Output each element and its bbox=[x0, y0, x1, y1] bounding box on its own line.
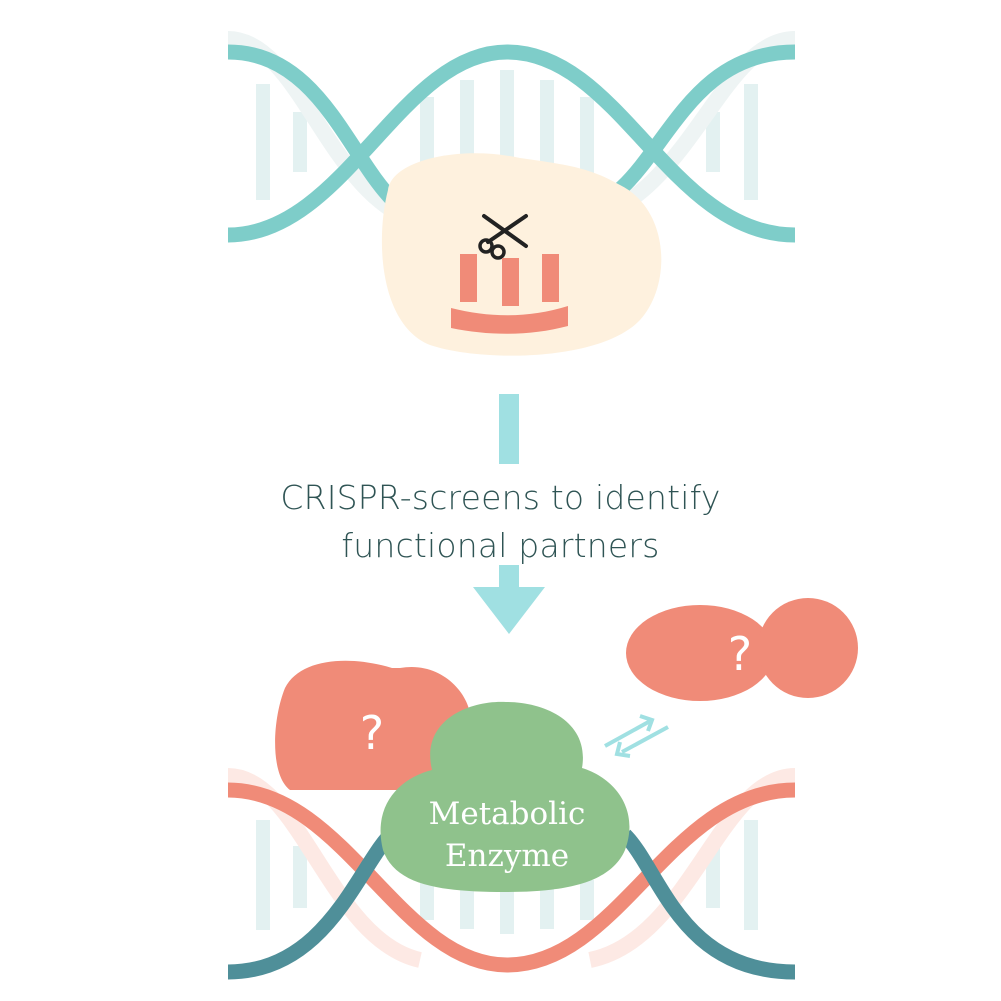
partner-protein-left: ? bbox=[275, 660, 471, 790]
enzyme-label-line1: Metabolic bbox=[429, 796, 586, 832]
bottom-dna-helix bbox=[227, 768, 796, 980]
down-arrow-icon bbox=[473, 394, 545, 634]
partner-left-question: ? bbox=[360, 706, 384, 760]
equilibrium-arrows-icon bbox=[604, 714, 669, 758]
caption-line-1: CRISPR-screens to identify bbox=[280, 478, 721, 517]
partner-right-question: ? bbox=[728, 627, 752, 681]
partner-protein-right: ? bbox=[626, 598, 858, 701]
metabolic-enzyme: Metabolic Enzyme bbox=[380, 701, 630, 892]
cas9-protein-blob bbox=[381, 153, 662, 356]
scissors-icon bbox=[478, 214, 528, 260]
caption-line-2: functional partners bbox=[341, 526, 660, 565]
enzyme-label-line2: Enzyme bbox=[445, 838, 569, 874]
cas9-complex bbox=[381, 153, 662, 356]
guide-rna bbox=[451, 254, 568, 334]
